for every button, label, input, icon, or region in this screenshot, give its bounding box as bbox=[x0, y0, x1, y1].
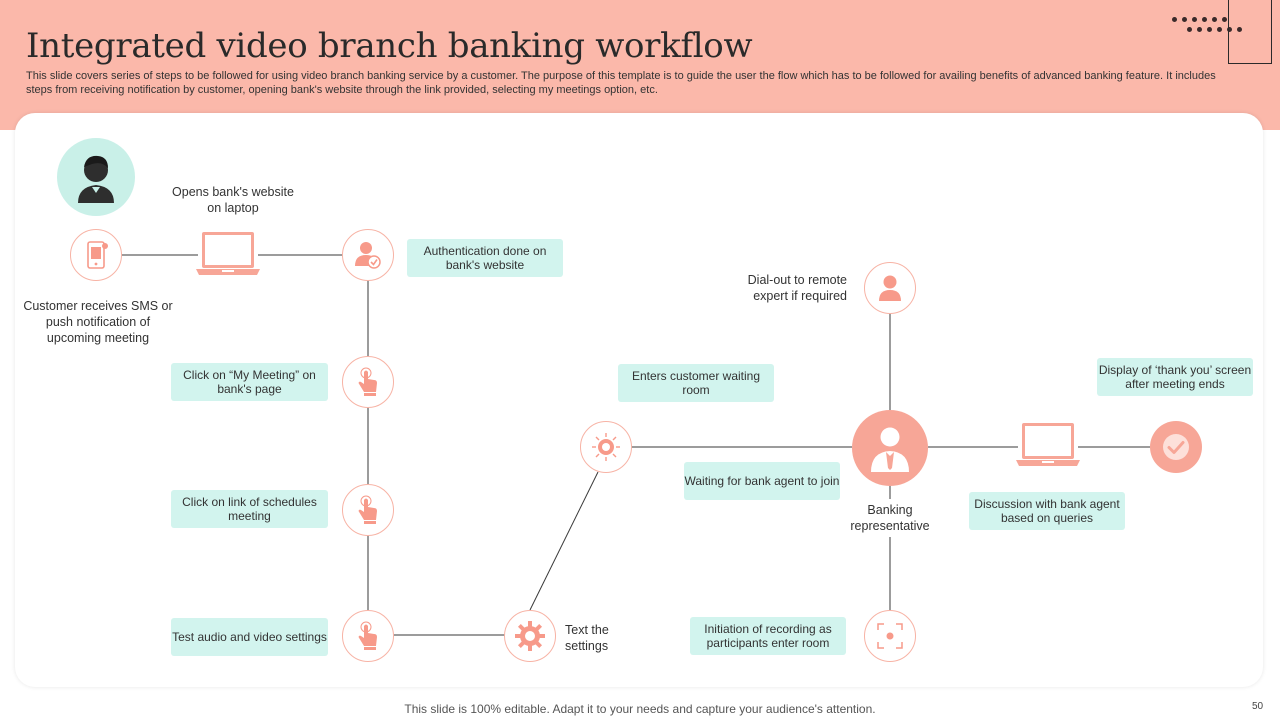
test-audio-node bbox=[342, 610, 394, 662]
my-meeting-box: Click on “My Meeting” on bank's page bbox=[171, 363, 328, 401]
banking-representative-label: Banking representative bbox=[850, 503, 930, 533]
enters-waiting-room-box: Enters customer waiting room bbox=[618, 364, 774, 402]
thank-you-box: Display of ‘thank you’ screen after meet… bbox=[1097, 358, 1253, 396]
my-meeting-node bbox=[342, 356, 394, 408]
decorative-corner-box bbox=[1228, 0, 1272, 64]
text-settings-label: Text the settings bbox=[565, 623, 609, 653]
remote-expert-node bbox=[864, 262, 916, 314]
user-check-icon bbox=[355, 242, 381, 269]
page-title: Integrated video branch banking workflow bbox=[26, 26, 753, 66]
laptop-icon bbox=[196, 230, 260, 276]
header-band bbox=[0, 0, 1280, 130]
authentication-node bbox=[342, 229, 394, 281]
record-icon bbox=[877, 623, 903, 649]
customer-avatar-icon bbox=[57, 138, 135, 216]
page-number: 50 bbox=[1252, 701, 1264, 712]
authentication-box: Authentication done on bank's website bbox=[407, 239, 563, 277]
phone-notification-icon bbox=[87, 241, 108, 269]
gear-icon bbox=[515, 621, 545, 651]
footer-note: This slide is 100% editable. Adapt it to… bbox=[404, 702, 876, 716]
hand-click-icon bbox=[358, 495, 377, 524]
dial-out-label: Dial-out to remote expert if required bbox=[747, 273, 847, 303]
waiting-room-icon bbox=[592, 433, 620, 461]
banking-representative-node bbox=[852, 410, 928, 486]
connector-gear-waiting bbox=[529, 471, 599, 611]
decorative-dots bbox=[1170, 15, 1242, 39]
waiting-agent-box: Waiting for bank agent to join bbox=[684, 462, 840, 500]
hand-click-icon bbox=[358, 621, 377, 650]
settings-node bbox=[504, 610, 556, 662]
banker-icon bbox=[871, 427, 909, 472]
completion-node bbox=[1150, 421, 1202, 473]
customer-notification-label: Customer receives SMS or push notificati… bbox=[23, 299, 173, 345]
hand-click-icon bbox=[358, 367, 377, 396]
laptop-icon bbox=[1016, 421, 1080, 467]
schedules-meeting-box: Click on link of schedules meeting bbox=[171, 490, 328, 528]
discussion-box: Discussion with bank agent based on quer… bbox=[969, 492, 1125, 530]
test-audio-box: Test audio and video settings bbox=[171, 618, 328, 656]
recording-box: Initiation of recording as participants … bbox=[690, 617, 846, 655]
schedules-meeting-node bbox=[342, 484, 394, 536]
opens-website-label: Opens bank's website on laptop bbox=[172, 185, 294, 215]
page-subtitle: This slide covers series of steps to be … bbox=[26, 70, 1216, 96]
recording-node bbox=[864, 610, 916, 662]
waiting-room-node bbox=[580, 421, 632, 473]
remote-expert-icon bbox=[879, 275, 901, 301]
phone-notification-node bbox=[70, 229, 122, 281]
checkmark-icon bbox=[1163, 434, 1189, 460]
